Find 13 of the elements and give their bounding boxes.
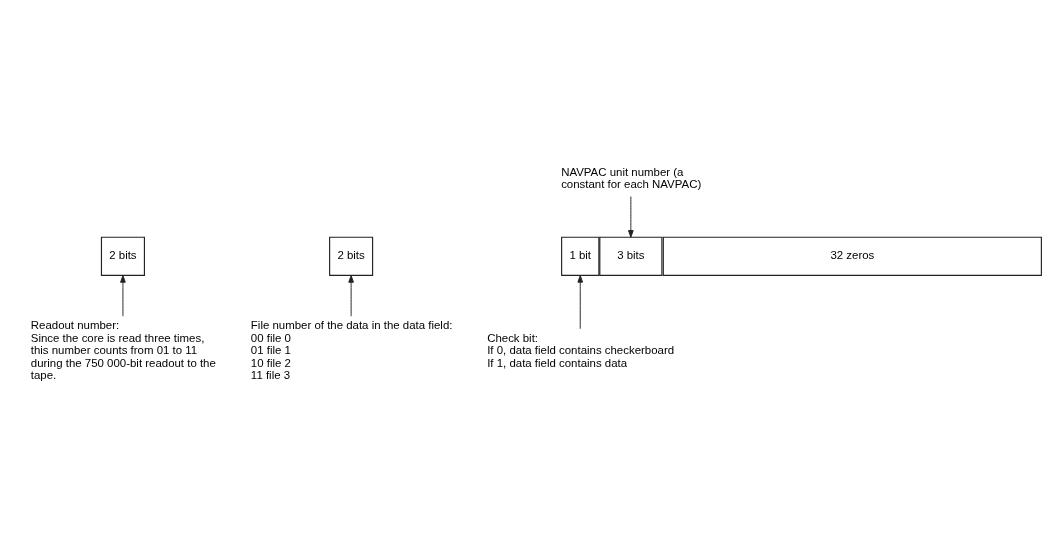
node-text: File number of the data in the data field: 00 file 0 01 file 1 10 file 2 11 file 3	[250, 319, 453, 382]
node-box: 2 bits	[329, 236, 374, 276]
node-box: 2 bits	[100, 236, 145, 276]
node-box: 1 bit	[561, 236, 600, 276]
node-text: Readout number: Since the core is read three times, this number counts from 01 to 11 during the 750 000-bit readout to the tape.	[30, 319, 216, 382]
node-box: 3 bits	[599, 236, 663, 276]
node-text: Check bit: If 0, data field contains checkerboard If 1, data field contains data	[487, 331, 675, 369]
node-box: 32 zeros	[662, 236, 1042, 276]
arrow	[348, 275, 354, 317]
arrow	[120, 275, 126, 317]
node-text: NAVPAC unit number (a constant for each NAVPAC)	[561, 165, 702, 191]
arrow	[628, 196, 634, 238]
arrow	[577, 275, 584, 330]
